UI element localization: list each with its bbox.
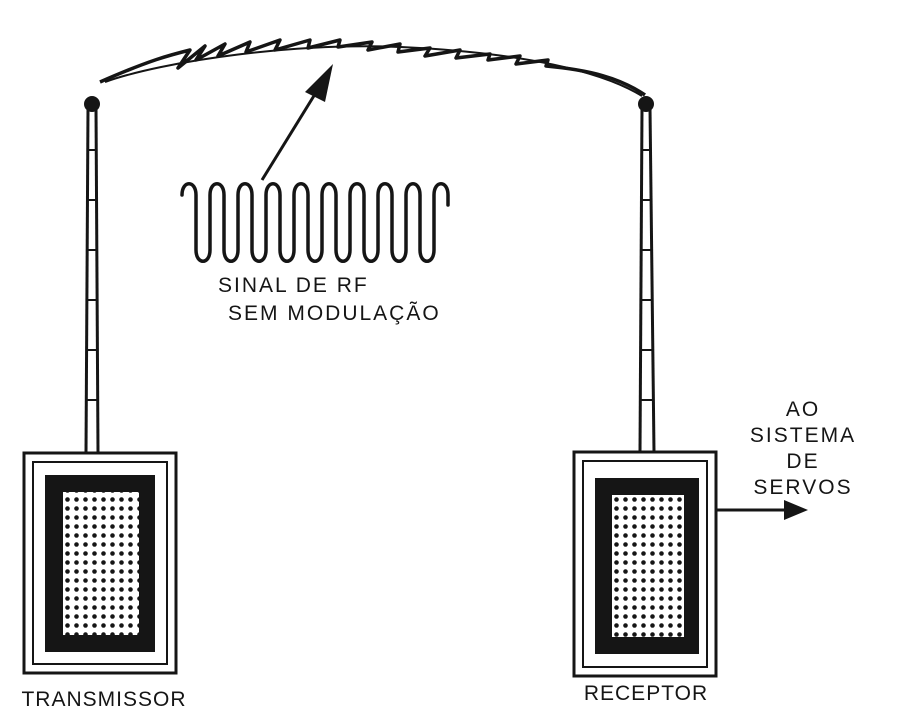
- signal-label-line1: SINAL DE RF: [218, 274, 369, 297]
- output-label-line2: SISTEMA: [750, 424, 856, 447]
- signal-pointer-line: [260, 85, 322, 181]
- radio-wave-fill: [104, 45, 643, 97]
- output-label-line4: SERVOS: [753, 476, 852, 499]
- output-label-line3: DE: [786, 450, 819, 473]
- signal-label-line2: SEM MODULAÇÃO: [228, 301, 441, 325]
- receiver-box: [572, 450, 718, 678]
- rf-sine-wave: [180, 182, 450, 263]
- transmitter-antenna: [84, 96, 100, 453]
- transmitter-label: TRANSMISSOR: [21, 688, 186, 711]
- receiver-panel: [612, 495, 684, 637]
- receiver-label: RECEPTOR: [584, 682, 708, 705]
- receiver-antenna-tip: [638, 96, 654, 112]
- transmitter-antenna-tip: [84, 96, 100, 112]
- output-label-line1: AO: [786, 398, 820, 421]
- output-arrowhead: [784, 500, 808, 520]
- transmitter-box: [22, 451, 178, 675]
- transmitter-panel: [63, 492, 139, 635]
- signal-pointer-arrowhead: [305, 64, 333, 102]
- receiver-antenna: [638, 96, 656, 453]
